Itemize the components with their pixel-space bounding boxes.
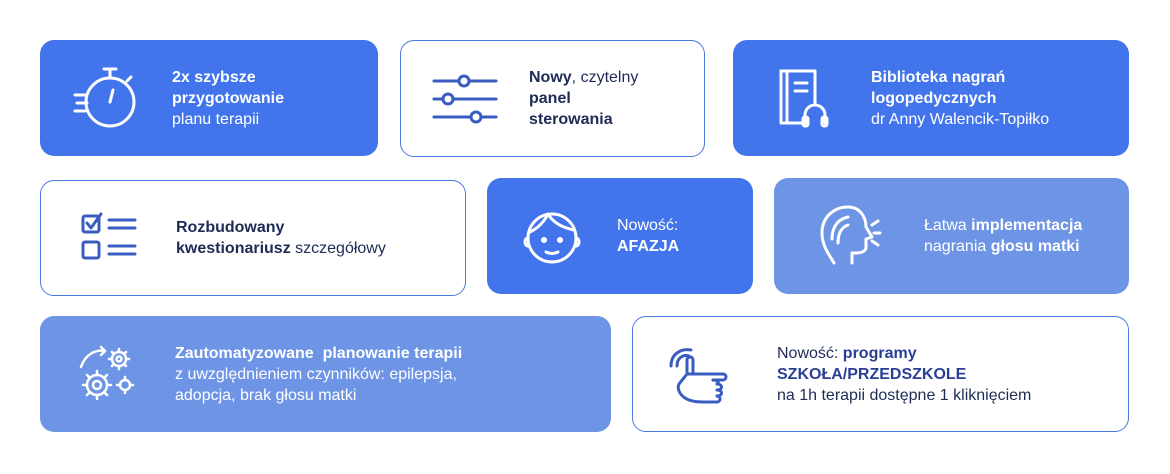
hand-pointer-icon [633, 344, 777, 404]
book-headphones-icon [733, 65, 871, 131]
stopwatch-icon [40, 63, 172, 133]
feature-text: Łatwa implementacja nagrania głosu matki [924, 217, 1083, 255]
feature-card-aphasia: Nowość: AFAZJA [487, 178, 753, 294]
checklist-icon [41, 210, 176, 266]
feature-text: Nowy, czytelny panel sterowania [529, 69, 639, 128]
feature-text: 2x szybsze przygotowanie planu terapii [172, 68, 285, 128]
head-speaking-icon [774, 203, 924, 269]
feature-card-recordings-library: Biblioteka nagrań logopedycznych dr Anny… [733, 40, 1129, 156]
feature-card-faster-preparation: 2x szybsze przygotowanie planu terapii [40, 40, 378, 156]
feature-text: Rozbudowany kwestionariusz szczegółowy [176, 219, 386, 257]
face-icon [487, 204, 617, 268]
feature-card-questionnaire: Rozbudowany kwestionariusz szczegółowy [40, 180, 466, 296]
feature-card-automated-planning: Zautomatyzowane planowanie terapii z uwz… [40, 316, 611, 432]
feature-card-mothers-voice: Łatwa implementacja nagrania głosu matki [774, 178, 1129, 294]
feature-text: Zautomatyzowane planowanie terapii z uwz… [175, 344, 463, 404]
feature-text: Nowość: programy SZKOŁA/PRZEDSZKOLE na 1… [777, 344, 1032, 404]
feature-card-control-panel: Nowy, czytelny panel sterowania [400, 40, 705, 157]
sliders-icon [401, 69, 529, 129]
feature-card-school-programs: Nowość: programy SZKOŁA/PRZEDSZKOLE na 1… [632, 316, 1129, 432]
feature-text: Biblioteka nagrań logopedycznych dr Anny… [871, 68, 1050, 128]
gears-icon [40, 341, 175, 407]
feature-text: Nowość: AFAZJA [617, 217, 680, 255]
